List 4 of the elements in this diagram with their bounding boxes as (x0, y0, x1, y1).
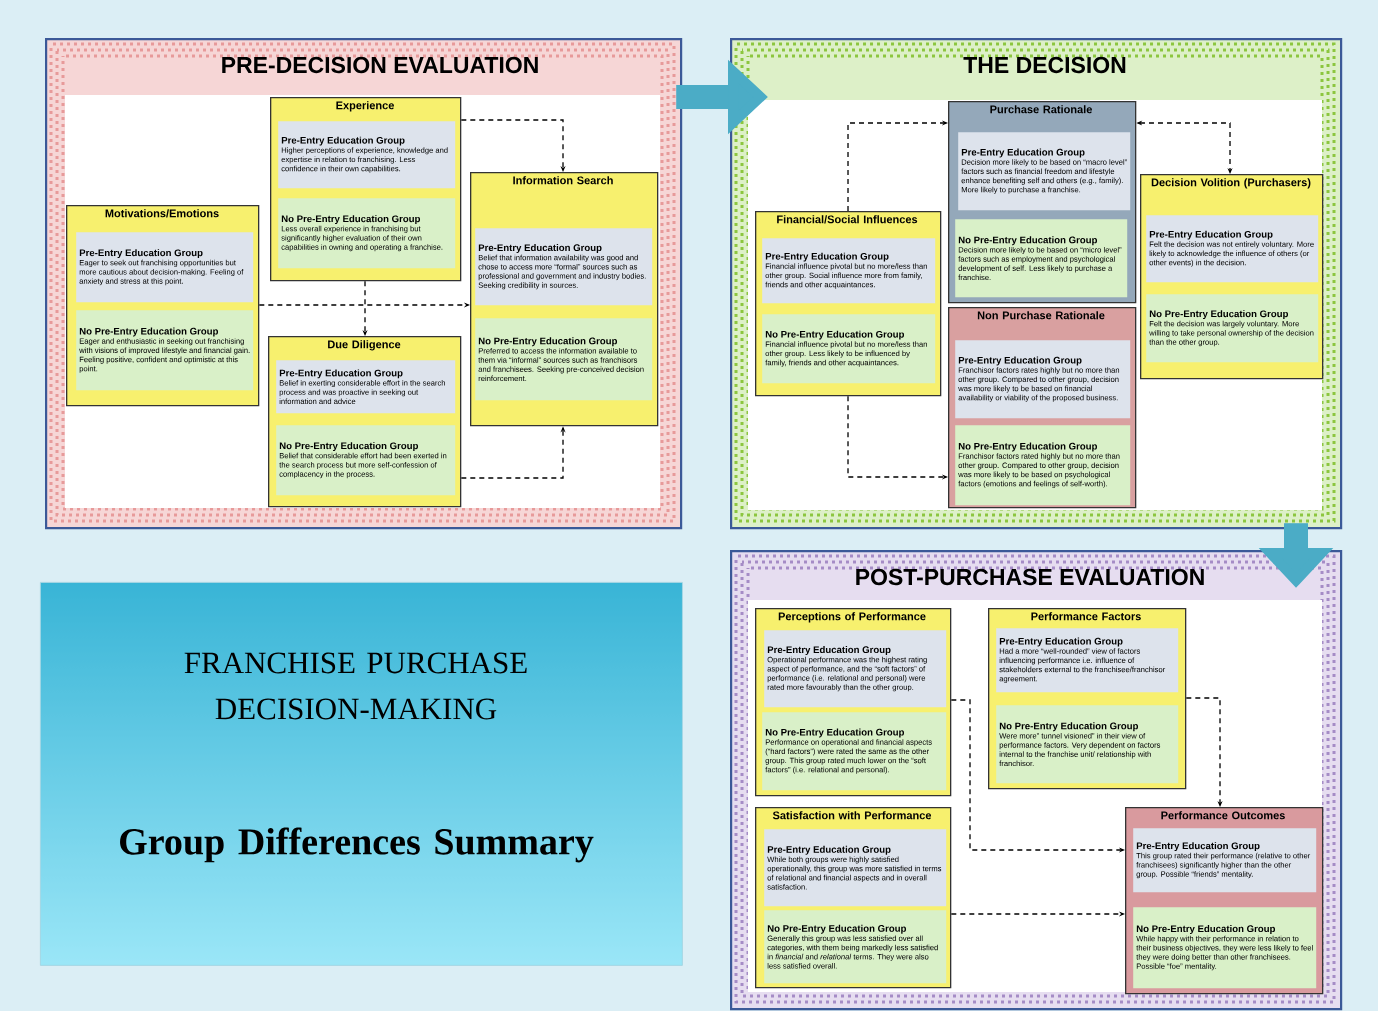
dashed-arrow (460, 119, 566, 172)
dashed-arrow (847, 120, 948, 212)
title-box: FRANCHISE PURCHASE DECISION-MAKING Group Differences Summary (40, 582, 683, 966)
dashed-arrow (1185, 697, 1223, 807)
